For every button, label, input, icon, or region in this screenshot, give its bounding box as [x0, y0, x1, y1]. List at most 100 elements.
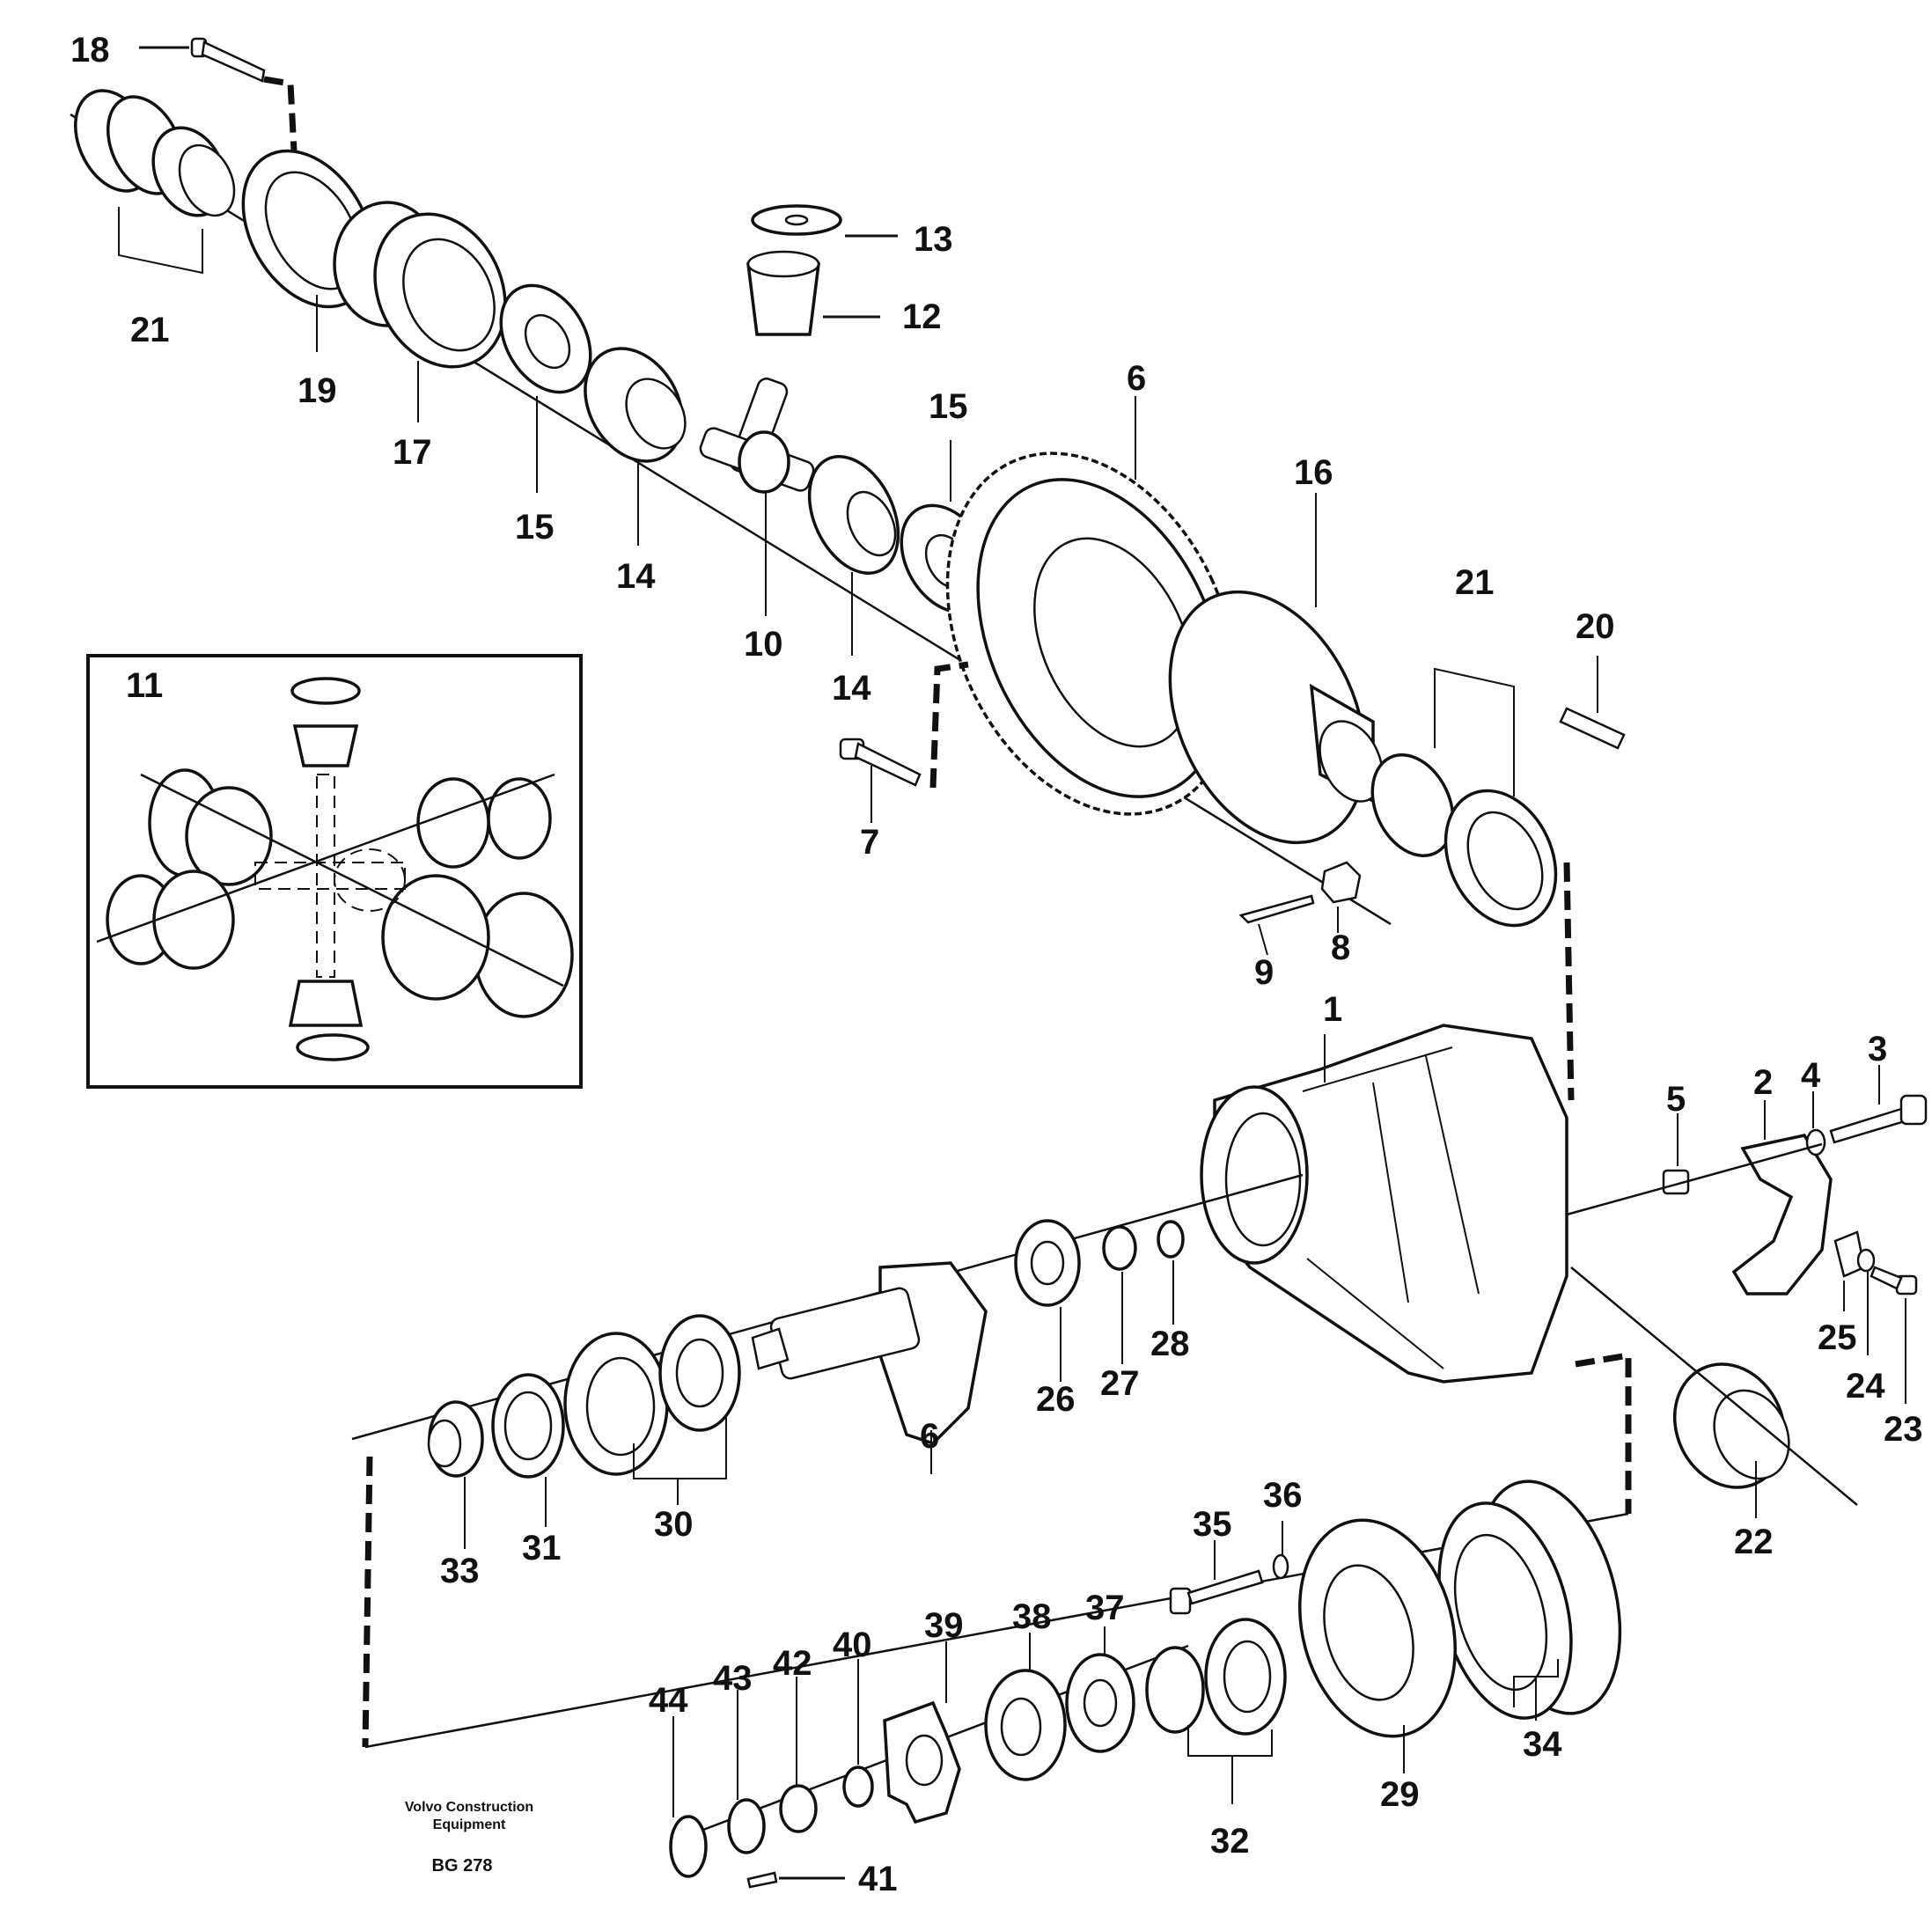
label-22: 22: [1734, 1523, 1774, 1561]
label-21-right: 21: [1455, 563, 1495, 602]
part-41-split-pin: [746, 1871, 845, 1889]
label-17: 17: [393, 433, 432, 472]
label-14-left: 14: [616, 557, 656, 596]
part-24-washer: [1856, 1248, 1876, 1355]
label-4: 4: [1801, 1056, 1821, 1095]
part-20-stud: [1559, 656, 1626, 750]
label-38: 38: [1012, 1597, 1052, 1636]
part-28-circlip: [1157, 1220, 1185, 1325]
part-6-crown-wheel: [945, 396, 1238, 816]
part-13-washer: [751, 204, 898, 238]
label-21-left: 21: [130, 311, 170, 349]
label-39: 39: [924, 1606, 964, 1645]
part-30-bearing: [563, 1314, 741, 1505]
part-42-castle-nut: [779, 1677, 818, 1833]
inset-box-11: [86, 654, 583, 1089]
part-1-housing: [1200, 1024, 1568, 1384]
part-35-bolt: [1169, 1540, 1264, 1615]
part-8-nut: [1320, 861, 1362, 933]
label-15-left: 15: [515, 508, 555, 547]
part-33-bush: [427, 1400, 484, 1549]
part-43-washer: [727, 1690, 766, 1854]
caption-line-2: Equipment: [433, 1817, 506, 1832]
label-37: 37: [1085, 1589, 1125, 1627]
part-26-bearing: [1014, 1219, 1081, 1382]
part-15-thrust-washer-left: [499, 283, 592, 493]
label-6-pinion: 6: [920, 1417, 939, 1456]
label-29: 29: [1380, 1775, 1420, 1814]
label-2: 2: [1753, 1063, 1773, 1102]
label-1: 1: [1323, 990, 1342, 1029]
dashed-lead-22: [1575, 1351, 1632, 1514]
label-24: 24: [1846, 1367, 1885, 1406]
dashed-lead-33: [362, 1456, 373, 1748]
label-23: 23: [1884, 1410, 1923, 1449]
part-22-slotted-nut: [1570, 1266, 1858, 1518]
part-12-pinion-gear: [746, 250, 880, 336]
part-10-spider: [699, 378, 815, 616]
label-5: 5: [1666, 1080, 1686, 1119]
part-14-side-gear-right: [807, 455, 900, 656]
part-6-pinion: [751, 1261, 988, 1474]
part-18-bolt: [139, 37, 266, 83]
part-16-diff-case-right: [1168, 493, 1384, 845]
label-15-right: 15: [929, 387, 968, 426]
part-7-bolt: [839, 738, 922, 823]
label-16: 16: [1294, 453, 1333, 492]
part-3-bolt: [1829, 1065, 1928, 1144]
part-14-side-gear-left: [584, 347, 687, 546]
label-41: 41: [858, 1860, 898, 1898]
part-2-clamp: [1731, 1100, 1833, 1296]
part-27-spacer: [1102, 1225, 1137, 1364]
label-36: 36: [1263, 1476, 1303, 1515]
part-25-lock-plate: [1833, 1230, 1866, 1311]
label-35: 35: [1193, 1505, 1232, 1544]
part-23-bolt: [1870, 1266, 1918, 1404]
label-10: 10: [744, 625, 783, 664]
part-17-diff-case: [333, 201, 507, 422]
label-34: 34: [1523, 1725, 1562, 1764]
label-14-right: 14: [832, 669, 871, 708]
label-18: 18: [70, 31, 110, 70]
label-44: 44: [649, 1681, 688, 1720]
label-8: 8: [1331, 929, 1350, 967]
label-12: 12: [902, 297, 942, 336]
part-38-dust-cover: [984, 1633, 1067, 1781]
part-9-split-pin: [1238, 894, 1315, 956]
part-37-seal: [1065, 1626, 1135, 1753]
part-39-companion-flange: [883, 1641, 961, 1824]
label-32: 32: [1210, 1822, 1250, 1861]
label-6-crown: 6: [1127, 359, 1146, 398]
caption-line-1: Volvo Construction: [405, 1800, 533, 1815]
part-labels: 1 2 3 4 5 6 6 7 8 9 10 12 13 14 14 15 15…: [70, 31, 1923, 1898]
label-25: 25: [1818, 1318, 1857, 1357]
label-33: 33: [440, 1552, 480, 1590]
part-21-bearing-right: [1370, 667, 1558, 928]
label-20: 20: [1576, 607, 1615, 646]
label-11-inset: 11: [126, 666, 163, 705]
part-44-circlip: [669, 1716, 708, 1878]
part-29-flange: [1298, 1518, 1457, 1773]
part-36-washer: [1272, 1521, 1289, 1580]
dashed-lead-21: [1563, 862, 1575, 1101]
caption-ref: BG 278: [432, 1856, 493, 1876]
clamp-axis-line: [1566, 1142, 1823, 1216]
label-42: 42: [773, 1644, 812, 1683]
label-43: 43: [713, 1659, 753, 1698]
label-3: 3: [1868, 1030, 1887, 1068]
label-31: 31: [522, 1529, 562, 1567]
label-7: 7: [860, 823, 879, 862]
label-13: 13: [914, 220, 953, 259]
label-40: 40: [833, 1626, 872, 1664]
dashed-lead-18: [263, 76, 298, 168]
label-19: 19: [298, 371, 337, 410]
part-21-bearing-left: [74, 89, 236, 275]
part-34-seal-housing: [1437, 1479, 1622, 1721]
part-40-washer: [842, 1659, 874, 1808]
label-27: 27: [1100, 1364, 1140, 1403]
caption-block: Volvo Construction Equipment BG 278: [405, 1800, 533, 1876]
part-4-washer: [1805, 1091, 1826, 1156]
label-26: 26: [1036, 1380, 1076, 1419]
label-9: 9: [1254, 953, 1274, 992]
